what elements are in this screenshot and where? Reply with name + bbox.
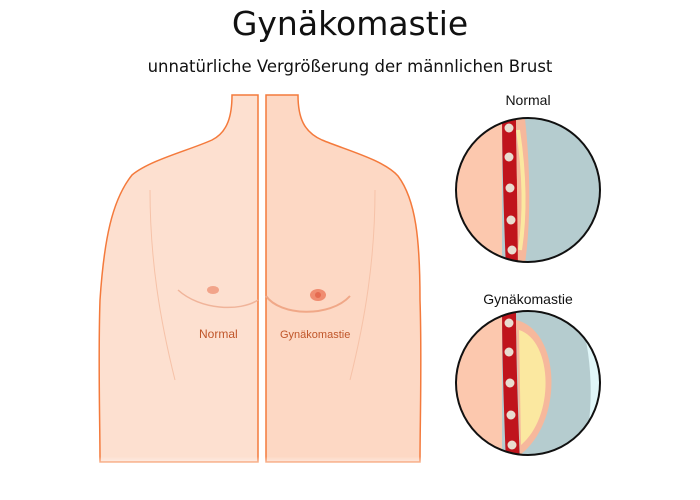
inset-normal <box>456 118 600 262</box>
inset-gynecomastia <box>456 311 600 455</box>
inset-gynecomastia-border <box>455 310 601 456</box>
inset-normal-border <box>455 117 601 263</box>
nipple-left <box>207 286 219 294</box>
page-subtitle: unnatürliche Vergrößerung der männlichen… <box>147 57 553 76</box>
inset-label-gynecomastia: Gynäkomastie <box>483 291 573 307</box>
inset-label-normal: Normal <box>505 92 551 108</box>
torso-label-normal: Normal <box>199 327 238 341</box>
torso-label-gynecomastia: Gynäkomastie <box>280 329 351 341</box>
page-title: Gynäkomastie <box>231 4 469 43</box>
